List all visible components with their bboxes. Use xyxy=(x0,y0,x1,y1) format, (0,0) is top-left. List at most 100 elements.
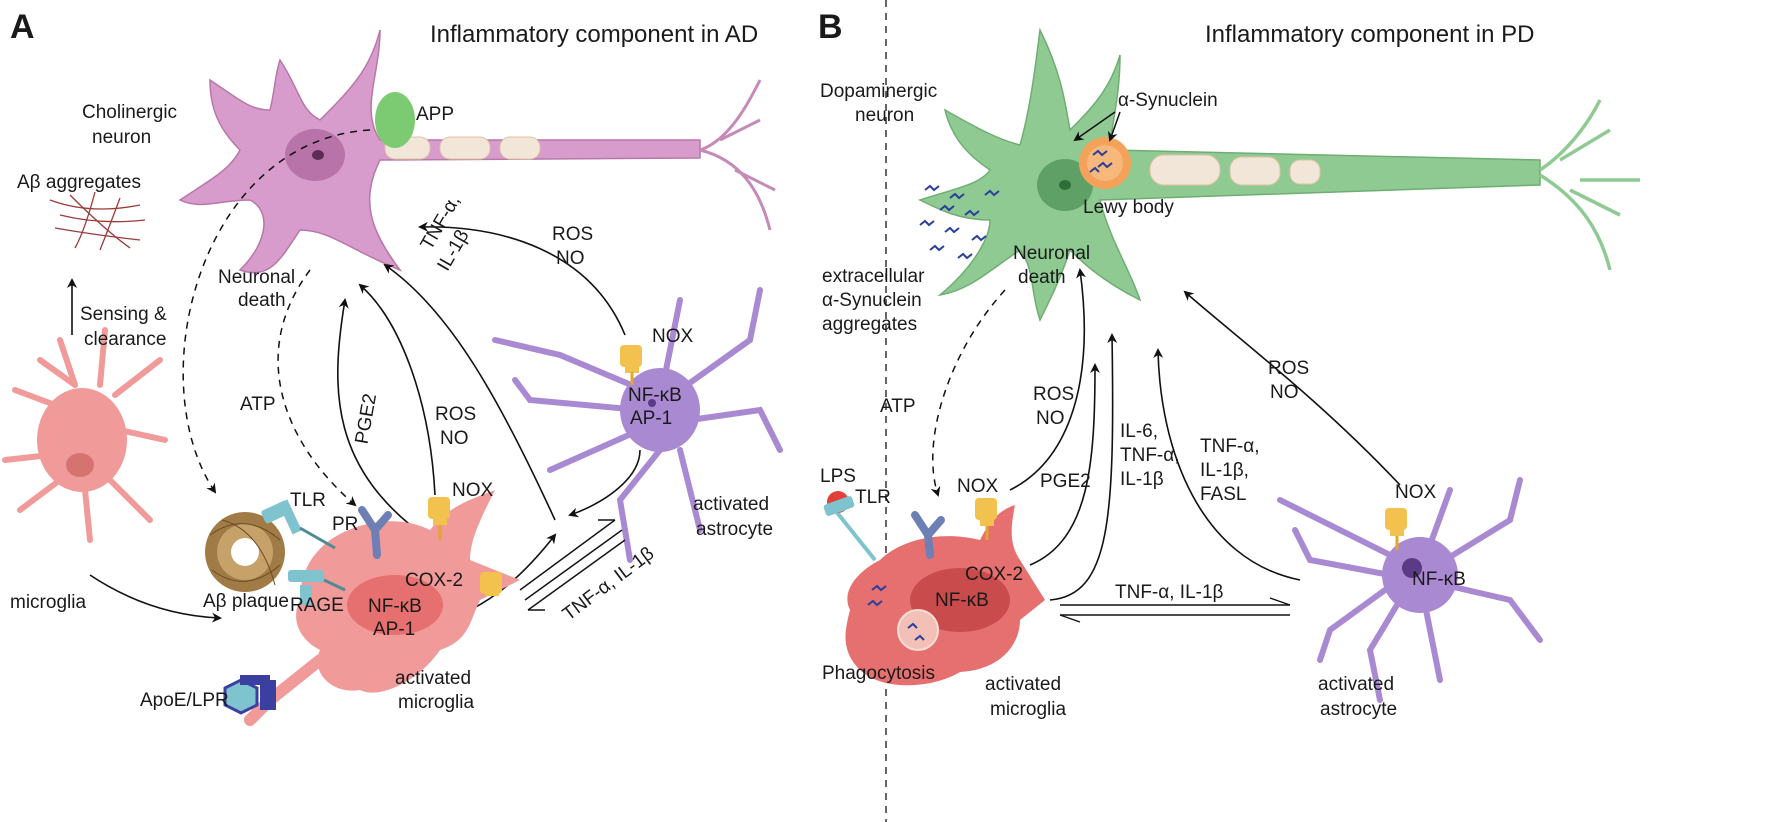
cox2-label: COX-2 xyxy=(405,570,463,591)
app-label: APP xyxy=(416,104,454,125)
ros-no-inner-arrow xyxy=(358,283,436,496)
ros-no-inner-b-line1: ROS xyxy=(1033,384,1074,405)
tnf-fasl-arrow xyxy=(1153,348,1301,581)
nfkb-astro-b-label: NF-κB xyxy=(1412,569,1466,590)
nfkb-ap1-astro-line1: NF-κB xyxy=(628,385,682,406)
tlr-b-icon xyxy=(823,496,855,516)
sensing-line2: clearance xyxy=(84,329,166,350)
panel-a-letter: A xyxy=(10,8,35,46)
microglia-label: microglia xyxy=(10,592,86,613)
nox-micro-b-icon xyxy=(975,498,997,540)
panel-a-title: Inflammatory component in AD xyxy=(430,21,758,48)
asyn-label: α-Synuclein xyxy=(1118,90,1218,111)
pge2-b-arrow xyxy=(1029,363,1100,566)
neuronal-death-line2: death xyxy=(238,290,286,311)
tnf-b-bottom-label: TNF-α, IL-1β xyxy=(1115,582,1224,603)
ros-no-astro-b-arrow xyxy=(1183,290,1401,486)
phagocytosis-asyn-icons xyxy=(867,584,925,641)
apoe-receptor-icon xyxy=(223,675,276,715)
tnf-fasl-line1: TNF-α, xyxy=(1200,436,1260,457)
neuronal-death-b-line2: death xyxy=(1018,267,1066,288)
neuronal-death-b-line1: Neuronal xyxy=(1013,243,1090,264)
ros-no-astro-b-line2: NO xyxy=(1270,382,1299,403)
apoe-label: ApoE/LPR xyxy=(140,690,229,711)
ros-no-astro-line2: NO xyxy=(556,248,585,269)
atp-dashed-arrow-2 xyxy=(277,269,357,507)
extracellular-line1: extracellular xyxy=(822,266,925,287)
pge2-label: PGE2 xyxy=(352,392,381,446)
dopaminergic-neuron xyxy=(918,27,1640,322)
pge2-b-label: PGE2 xyxy=(1040,471,1091,492)
tlr-receptor-icon xyxy=(261,499,336,550)
ros-no-inner-line2: NO xyxy=(440,428,469,449)
abeta-aggregates-icon xyxy=(49,191,146,251)
tnf-fasl-line3: FASL xyxy=(1200,484,1246,505)
nox-micro-label: NOX xyxy=(452,480,494,501)
tnf-b-harpoons xyxy=(1059,597,1291,623)
panel-a: A Inflammatory component in AD Cholinerg… xyxy=(2,8,783,726)
activated-microglia-b xyxy=(833,505,1045,686)
pr-label: PR xyxy=(332,514,358,535)
lewy-body-icon xyxy=(1079,137,1131,189)
ros-no-inner-b-arrow xyxy=(1009,268,1087,491)
tnf-bottom-harpoons xyxy=(519,519,626,611)
nox-astro-b-icon xyxy=(1385,508,1407,550)
pge2-arrow xyxy=(336,298,431,541)
astrocyte-a-line2: astrocyte xyxy=(696,519,773,540)
astrocyte-b-line1: activated xyxy=(1318,674,1394,695)
neuronal-death-line1: Neuronal xyxy=(218,267,295,288)
nfkb-micro-b-label: NF-κB xyxy=(935,590,989,611)
asyn-arrow-2 xyxy=(1107,111,1121,142)
atp-label: ATP xyxy=(240,394,276,415)
tlr-label: TLR xyxy=(290,490,326,511)
pr-receptor-icon xyxy=(358,506,392,559)
ros-no-astro-line1: ROS xyxy=(552,224,593,245)
dopaminergic-line1: Dopaminergic xyxy=(820,81,937,102)
astrocyte-b-line2: astrocyte xyxy=(1320,699,1397,720)
microglia-a-line2: microglia xyxy=(398,692,474,713)
nox-astro-b-label: NOX xyxy=(1395,482,1437,503)
panel-b-title: Inflammatory component in PD xyxy=(1205,21,1534,48)
microglia-b-line1: activated xyxy=(985,674,1061,695)
il6-line3: IL-1β xyxy=(1120,469,1164,490)
app-protein xyxy=(375,92,415,148)
il6-line2: TNF-α, xyxy=(1120,445,1180,466)
nox-micro-icon xyxy=(428,497,450,540)
extracellular-line3: aggregates xyxy=(822,314,917,335)
ros-no-astro-b-line1: ROS xyxy=(1268,358,1309,379)
microglia-b-line2: microglia xyxy=(990,699,1066,720)
microglia-a-line1: activated xyxy=(395,668,471,689)
tnf-bottom-label: TNF-α, IL-1β xyxy=(559,543,658,625)
nfkb-ap1-astro-line2: AP-1 xyxy=(630,408,672,429)
tnf-fasl-line2: IL-1β, xyxy=(1200,460,1249,481)
phagosome-icon xyxy=(897,609,939,651)
phagocytosis-label: Phagocytosis xyxy=(822,663,935,684)
atp-dashed-arrow-1 xyxy=(182,129,371,494)
cox2-icon xyxy=(480,572,502,596)
panel-b: B Inflammatory component in PD Dopaminer… xyxy=(818,8,1640,720)
abeta-plaque-icon xyxy=(205,512,285,592)
resting-microglia xyxy=(2,327,168,543)
activated-astrocyte-a xyxy=(492,287,783,563)
ros-no-inner-line1: ROS xyxy=(435,404,476,425)
nfkb-ap1-micro-line1: NF-κB xyxy=(368,596,422,617)
activated-astrocyte-b xyxy=(1277,477,1543,703)
atp-dashed-arrow-b xyxy=(930,289,1006,497)
neuron-label-line1: Cholinergic xyxy=(82,102,177,123)
astrocyte-a-line1: activated xyxy=(693,494,769,515)
sensing-line1: Sensing & xyxy=(80,304,167,325)
il6-arrow xyxy=(1049,333,1118,601)
tnf-top-arrow xyxy=(383,263,556,521)
tlr-b-label: TLR xyxy=(855,487,891,508)
nfkb-ap1-micro-line2: AP-1 xyxy=(373,619,415,640)
cox2-b-label: COX-2 xyxy=(965,564,1023,585)
ros-no-astro-arrow xyxy=(418,221,626,336)
cholinergic-neuron xyxy=(178,29,776,274)
astro-to-micro-arrow xyxy=(568,449,641,518)
atp-b-label: ATP xyxy=(880,396,916,417)
il6-line1: IL-6, xyxy=(1120,421,1158,442)
rage-label: RAGE xyxy=(290,595,344,616)
lps-label: LPS xyxy=(820,466,856,487)
neuron-label-line2: neuron xyxy=(92,127,151,148)
